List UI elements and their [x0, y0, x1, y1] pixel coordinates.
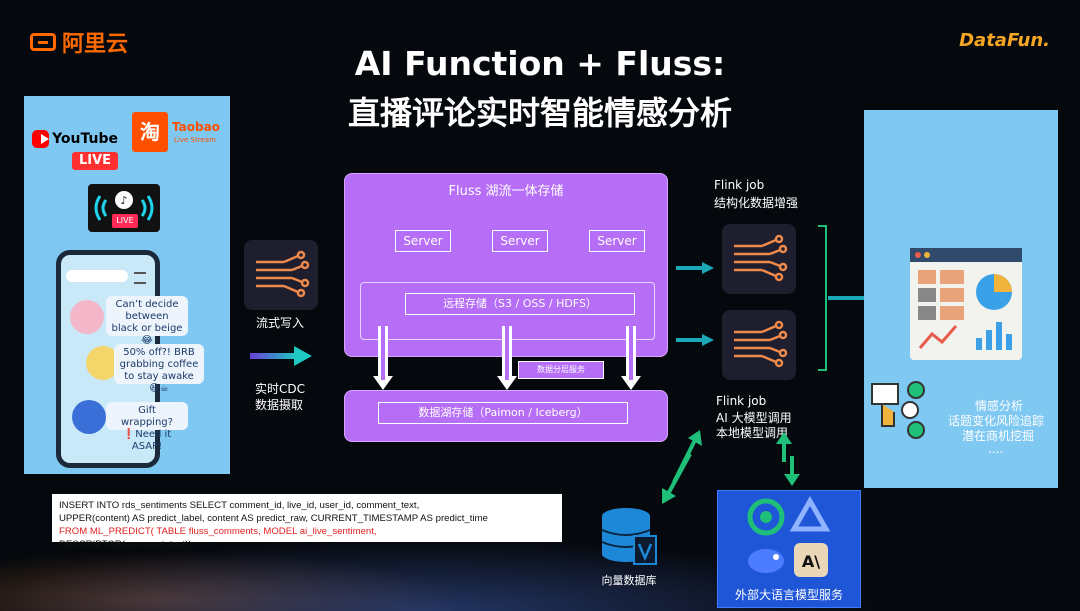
- code-line: DESCRIPTOR(comment_text));: [59, 539, 195, 550]
- slide-title-line2: 直播评论实时智能情感分析: [347, 94, 732, 132]
- youtube-play-icon: [32, 130, 50, 148]
- aliyun-logo-text: 阿里云: [62, 32, 129, 57]
- data-flow-icon: [734, 234, 788, 282]
- svg-text:♪: ♪: [120, 194, 127, 207]
- lake-storage-box: [344, 390, 668, 442]
- server-node: Server: [492, 230, 548, 252]
- vector-database-label: 向量数据库: [601, 574, 657, 587]
- stream-ingest-node: [244, 240, 318, 310]
- audience-icon: [871, 381, 925, 439]
- bidirectional-arrow-icon: [776, 432, 800, 486]
- llm-service-box: A\: [717, 490, 861, 608]
- insight-item: 潜在商机挖掘: [962, 429, 1035, 443]
- flink-job2-desc1: AI 大模型调用: [716, 411, 792, 425]
- server-node: Server: [589, 230, 645, 252]
- youtube-text: YouTube: [52, 131, 118, 147]
- phone-menu-icon: [134, 272, 146, 284]
- taobao-logo-icon: 淘: [132, 112, 168, 152]
- bidirectional-arrow-icon: [662, 430, 702, 504]
- dashboard-icon: [910, 248, 1022, 360]
- llm-service-label: 外部大语言模型服务: [734, 588, 843, 602]
- llm-logos-icon: A\: [747, 495, 831, 577]
- data-flow-icon: [734, 320, 788, 368]
- dashboard-chart-icon: [910, 248, 1022, 350]
- cdc-arrow-icon: [250, 346, 312, 366]
- database-icon: [601, 508, 657, 565]
- comment-bubble: Can’t decide between black or beige 😂: [106, 296, 188, 346]
- youtube-live-badge: LIVE: [72, 152, 118, 170]
- aliyun-mark-icon: [30, 33, 56, 51]
- flink-job2-title: Flink job: [716, 394, 767, 408]
- comment-bubble: 50% off?! BRB grabbing coffee to stay aw…: [114, 344, 204, 394]
- svg-text:A\: A\: [802, 552, 820, 571]
- tiktok-broadcast-icon: ♪: [94, 191, 154, 221]
- insight-item: 话题变化风险追踪: [948, 414, 1045, 428]
- tiktok-live-badge: LIVE: [112, 214, 138, 228]
- lake-storage: 数据湖存储（Paimon / Iceberg）: [378, 402, 628, 424]
- flink-job2-node: [722, 310, 796, 380]
- code-line: FROM ML_PREDICT( TABLE fluss_comments, M…: [59, 526, 377, 537]
- fluss-title: Fluss 湖流一体存储: [448, 184, 564, 199]
- avatar: [72, 400, 106, 434]
- vector-database-icon: [600, 506, 658, 568]
- cdc-label-line2: 数据摄取: [255, 398, 304, 412]
- tiktok-live-icon: ♪: [88, 184, 160, 232]
- stream-write-label: 流式写入: [256, 316, 305, 330]
- code-line: UPPER(content) AS predict_label, content…: [59, 513, 488, 524]
- slide-title-line1: AI Function + Fluss:: [354, 44, 726, 83]
- data-flow-icon: [256, 250, 310, 298]
- flink-job1-title: Flink job: [714, 178, 765, 192]
- tiering-arrows: [373, 326, 641, 390]
- taobao-subtitle: Live Stream: [174, 136, 216, 144]
- youtube-logo: YouTube: [32, 128, 118, 150]
- flink-job1-node: [722, 224, 796, 294]
- comment-bubble: Gift wrapping? ❗Need it ASAP!: [106, 402, 188, 452]
- arrow-icon: [676, 334, 714, 346]
- taobao-name: Taobao: [172, 120, 220, 134]
- insight-item: ....: [988, 442, 1004, 456]
- remote-storage: 远程存储（S3 / OSS / HDFS）: [405, 293, 635, 315]
- cdc-label-line1: 实时CDC: [255, 382, 305, 396]
- insight-item: 情感分析: [975, 399, 1024, 413]
- server-node: Server: [395, 230, 451, 252]
- people-touch-icon: [870, 378, 934, 442]
- code-line: INSERT INTO rds_sentiments SELECT commen…: [59, 500, 420, 511]
- aliyun-logo: 阿里云: [30, 26, 128, 58]
- arrow-icon: [676, 262, 714, 274]
- tiering-service: 数据分层服务: [518, 361, 604, 379]
- flink-job1-desc: 结构化数据增强: [714, 196, 799, 210]
- flink-job2-desc2: 本地模型调用: [716, 426, 789, 440]
- datafun-logo: DataFun.: [959, 30, 1050, 51]
- sql-code-block: INSERT INTO rds_sentiments SELECT commen…: [52, 494, 562, 550]
- phone-search-bar: [66, 270, 128, 282]
- avatar: [70, 300, 104, 334]
